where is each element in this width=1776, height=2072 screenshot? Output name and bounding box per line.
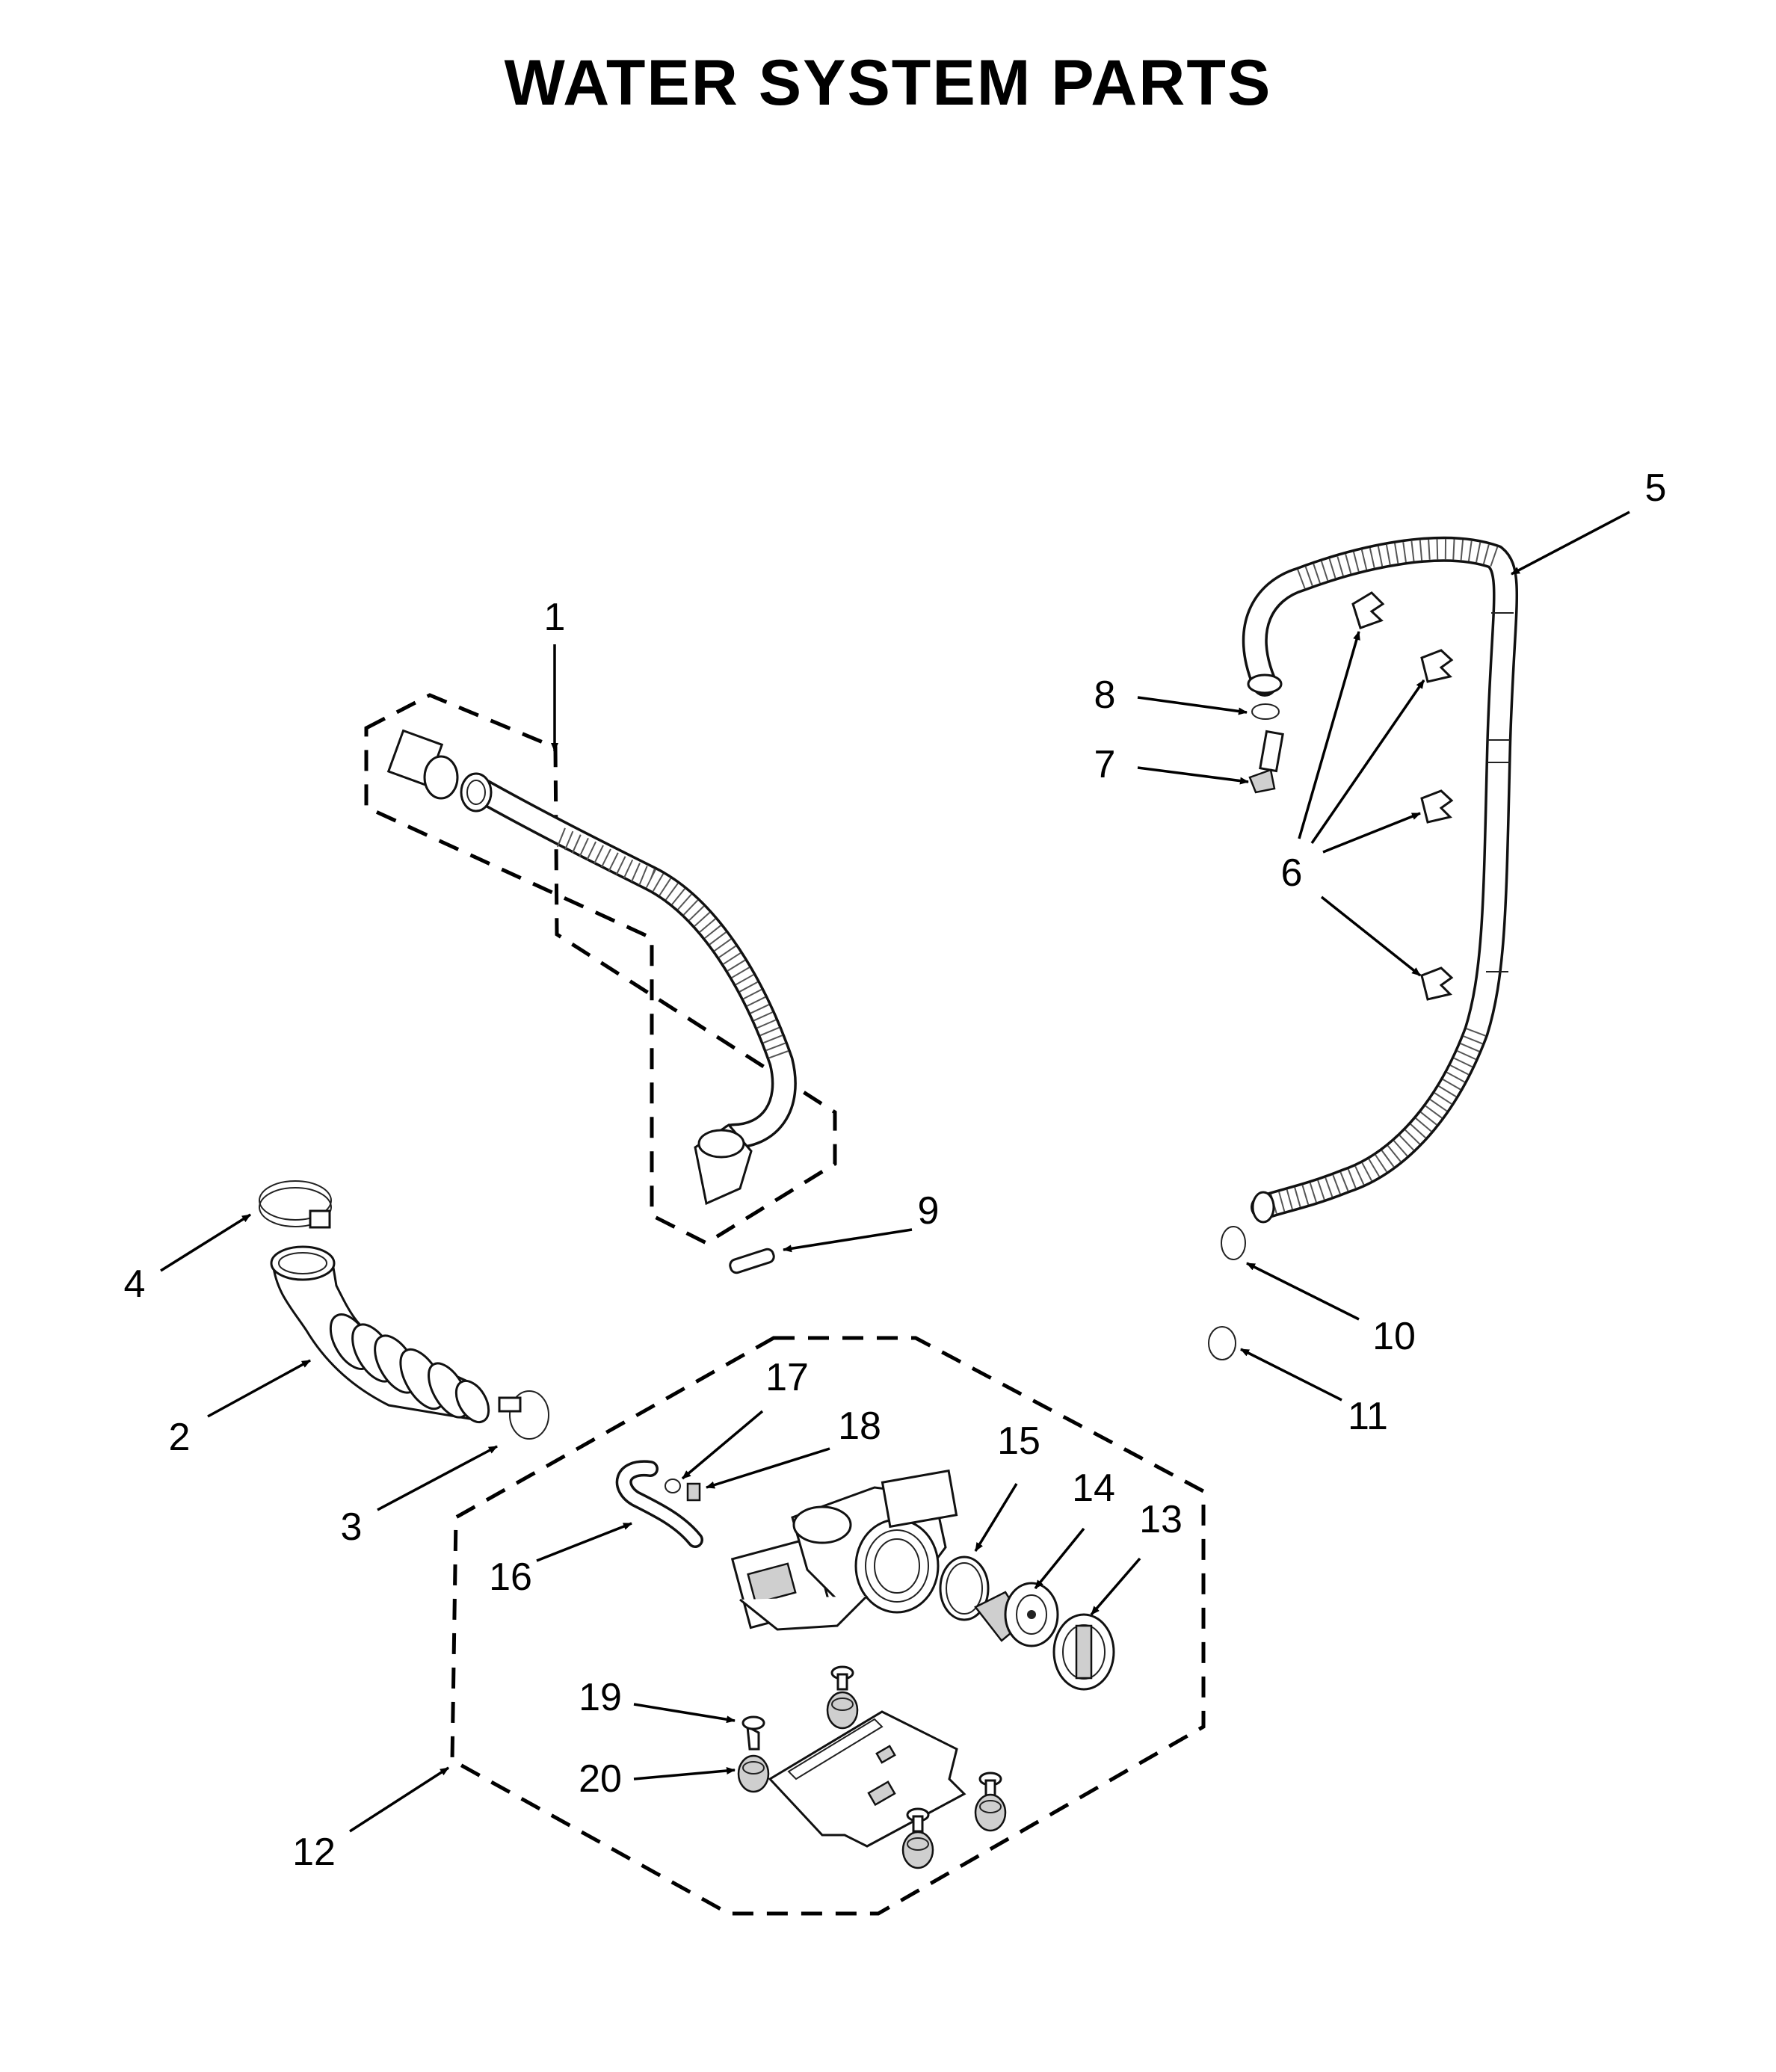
callout-20: 20 (579, 1757, 622, 1801)
arrow-14 (1034, 1527, 1085, 1590)
part-5-drain-hose (1242, 536, 1519, 1224)
callout-17: 17 (765, 1356, 809, 1399)
callout-2: 2 (169, 1416, 191, 1459)
callout-12: 12 (292, 1831, 336, 1874)
callout-6: 6 (1281, 851, 1303, 895)
part-17-clip (665, 1479, 681, 1493)
arrow-2 (207, 1359, 311, 1418)
callout-18: 18 (838, 1405, 881, 1448)
part-3-clamp (498, 1390, 549, 1440)
callout-13: 13 (1139, 1498, 1183, 1541)
arrow-8 (1137, 696, 1248, 715)
pump-mounting-plate (768, 1710, 966, 1848)
arrow-16 (536, 1522, 632, 1562)
part-18-clip (686, 1482, 701, 1502)
arrow-4 (160, 1213, 251, 1272)
callout-4: 4 (124, 1262, 146, 1306)
callout-19: 19 (579, 1676, 622, 1719)
callout-5: 5 (1645, 466, 1667, 510)
part-11-clamp (1208, 1326, 1236, 1360)
part-20-grommets (737, 1691, 1007, 1869)
part-19-screws (741, 1665, 1002, 1833)
callout-3: 3 (341, 1505, 363, 1549)
assembly-12-outline (450, 1336, 1206, 1916)
drain-hose-assembly (364, 693, 837, 1245)
callout-15: 15 (997, 1419, 1040, 1463)
pump-assembly (450, 1336, 1206, 1916)
part-10-clamp (1221, 1226, 1246, 1260)
arrow-13 (1090, 1557, 1141, 1616)
arrow-19 (633, 1703, 736, 1724)
part-13-cap (1052, 1613, 1115, 1691)
part-7-hose-connector (1248, 730, 1284, 794)
callout-9: 9 (918, 1189, 940, 1233)
arrow-6d (1320, 895, 1422, 977)
arrow-6a (1298, 631, 1360, 839)
callout-14: 14 (1072, 1467, 1115, 1510)
callout-11: 11 (1348, 1395, 1388, 1438)
arrow-20 (633, 1766, 736, 1780)
part-2-bellows-hose (270, 1245, 490, 1423)
part-9-pin (729, 1248, 775, 1274)
callout-8: 8 (1094, 673, 1116, 717)
arrow-10 (1246, 1262, 1360, 1321)
page-title: WATER SYSTEM PARTS (505, 47, 1272, 119)
arrow-6c (1322, 812, 1421, 854)
part-14-filter (974, 1582, 1059, 1647)
callout-1: 1 (544, 596, 566, 639)
drain-pump (730, 1469, 958, 1631)
arrow-18 (706, 1447, 830, 1489)
part-15-gasket (939, 1555, 990, 1621)
part-16-small-hose (615, 1460, 703, 1548)
arrow-9 (783, 1228, 913, 1253)
arrow-17 (681, 1410, 764, 1480)
arrow-7 (1137, 766, 1249, 785)
callout-10: 10 (1372, 1315, 1416, 1358)
part-4-clamp (259, 1180, 332, 1229)
arrow-15 (974, 1483, 1018, 1552)
part-8-clamp (1251, 703, 1280, 720)
arrow-3 (377, 1445, 498, 1511)
assembly-1-outline (364, 693, 837, 1245)
part-6-hose-clips (1351, 591, 1454, 1001)
callout-7: 7 (1094, 743, 1116, 786)
callout-16: 16 (489, 1555, 532, 1599)
arrow-12 (349, 1766, 449, 1833)
arrow-5 (1511, 511, 1630, 576)
arrow-11 (1240, 1348, 1342, 1402)
arrow-6b (1310, 679, 1425, 844)
